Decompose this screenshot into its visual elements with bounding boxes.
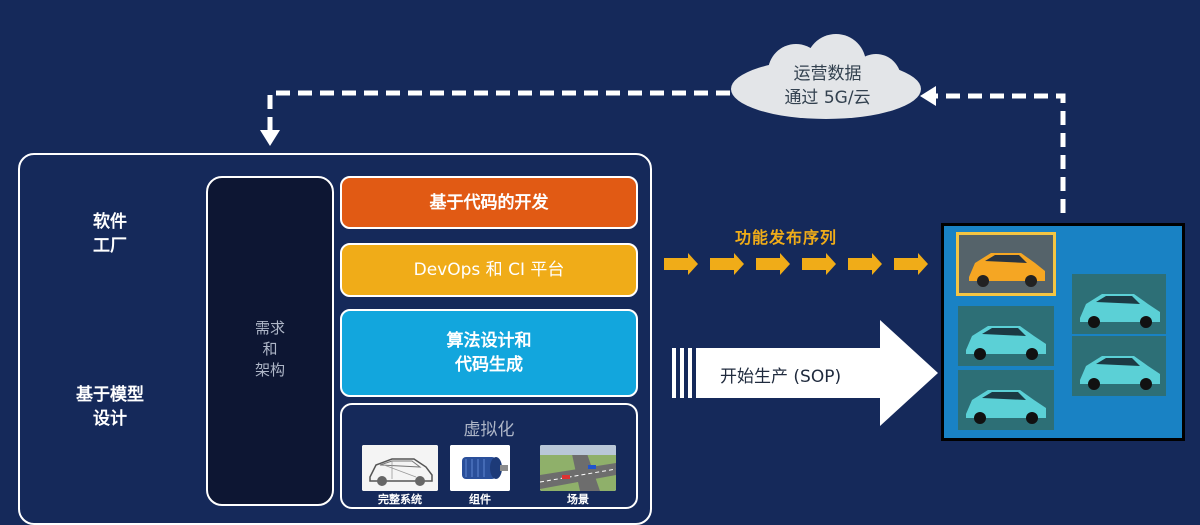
cloud-label: 运营数据 通过 5G/云 bbox=[740, 62, 915, 110]
cloud-icon bbox=[731, 34, 921, 119]
sop-label: 开始生产 (SOP) bbox=[720, 367, 842, 387]
algorithm-design-band: 算法设计和 代码生成 bbox=[340, 309, 638, 397]
fleet-car-image bbox=[1072, 336, 1166, 396]
component-label: 组件 bbox=[469, 493, 491, 506]
requirements-label: 需求 和 架构 bbox=[254, 319, 285, 379]
devops-ci-band: DevOps 和 CI 平台 bbox=[340, 243, 638, 297]
scenario-label: 场景 bbox=[567, 493, 589, 506]
fleet-car-image bbox=[958, 370, 1054, 430]
cloud-line-1: 运营数据 bbox=[793, 64, 862, 84]
code-based-development-band: 基于代码的开发 bbox=[340, 176, 638, 229]
fleet-car-image bbox=[1072, 274, 1166, 334]
software-factory-label: 软件 工厂 bbox=[93, 212, 127, 256]
full-system-car-image bbox=[362, 445, 438, 491]
virtualization-label: 虚拟化 bbox=[463, 420, 515, 440]
feature-release-label: 功能发布序列 bbox=[735, 228, 838, 247]
code-based-label: 基于代码的开发 bbox=[429, 192, 549, 213]
vehicle-fleet-panel bbox=[941, 223, 1185, 441]
sop-arrow bbox=[672, 320, 938, 426]
component-motor-image bbox=[450, 445, 510, 491]
cloud-line-2: 通过 5G/云 bbox=[784, 88, 871, 108]
algorithm-label: 算法设计和 代码生成 bbox=[446, 331, 532, 375]
virtualization-band: 虚拟化 bbox=[340, 403, 638, 509]
feature-release-arrows bbox=[664, 253, 928, 275]
fleet-car-image bbox=[958, 306, 1054, 366]
highlighted-car-image bbox=[956, 232, 1056, 296]
model-based-design-label: 基于模型 设计 bbox=[76, 385, 144, 429]
devops-label: DevOps 和 CI 平台 bbox=[413, 260, 565, 280]
full-system-label: 完整系统 bbox=[378, 493, 422, 506]
scenario-road-image bbox=[540, 445, 616, 491]
requirements-architecture-column: 需求 和 架构 bbox=[206, 176, 334, 506]
feedback-loop-arrow bbox=[260, 86, 1066, 213]
